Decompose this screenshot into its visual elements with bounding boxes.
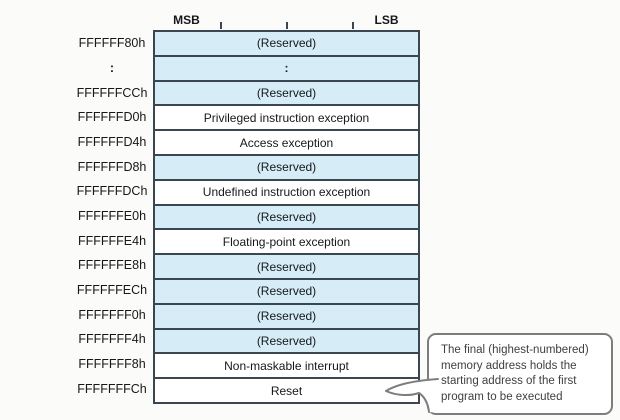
vector-table-row: (Reserved) <box>155 155 418 181</box>
vector-table-row: Floating-point exception <box>155 230 418 256</box>
address-label: FFFFFF80h <box>78 36 146 51</box>
address-label: FFFFFFCCh <box>76 85 148 100</box>
address-label: FFFFFFD0h <box>77 110 147 125</box>
vector-table-row: (Reserved) <box>155 81 418 107</box>
msb-label: MSB <box>173 13 200 27</box>
lsb-label: LSB <box>374 13 399 27</box>
address-label: FFFFFFE0h <box>77 209 147 224</box>
address-label: : <box>109 61 115 75</box>
vector-table: (Reserved):(Reserved)Privileged instruct… <box>153 30 420 404</box>
vector-table-row: (Reserved) <box>155 32 418 57</box>
vector-table-row: Privileged instruction exception <box>155 106 418 132</box>
vector-table-row: (Reserved) <box>155 304 418 330</box>
vector-table-row: (Reserved) <box>155 329 418 355</box>
vector-table-row: (Reserved) <box>155 205 418 231</box>
address-label: FFFFFFD4h <box>77 135 147 150</box>
address-label: FFFFFFF4h <box>78 332 146 347</box>
vector-table-row: : <box>155 56 418 82</box>
address-label: FFFFFFF0h <box>78 307 146 322</box>
vector-table-row: Reset <box>155 379 418 402</box>
address-label: FFFFFFE8h <box>77 258 147 273</box>
address-label: FFFFFFE4h <box>77 233 147 248</box>
vector-table-row: (Reserved) <box>155 279 418 305</box>
vector-table-row: Access exception <box>155 131 418 156</box>
address-label: FFFFFFF8h <box>78 357 146 372</box>
address-label: FFFFFFD8h <box>77 159 147 174</box>
callout-note: The final (highest-numbered) memory addr… <box>427 333 613 415</box>
address-label: FFFFFFFCh <box>77 381 147 396</box>
byte-boundary-tick <box>220 22 222 29</box>
vector-table-row: (Reserved) <box>155 255 418 280</box>
vector-table-row: Non-maskable interrupt <box>155 354 418 380</box>
address-label: FFFFFFDCh <box>76 184 148 199</box>
callout-text: The final (highest-numbered) memory addr… <box>441 344 589 403</box>
vector-table-row: Undefined instruction exception <box>155 180 418 206</box>
address-label: FFFFFFECh <box>76 283 148 298</box>
byte-boundary-tick <box>352 22 354 29</box>
byte-boundary-tick <box>286 22 288 29</box>
